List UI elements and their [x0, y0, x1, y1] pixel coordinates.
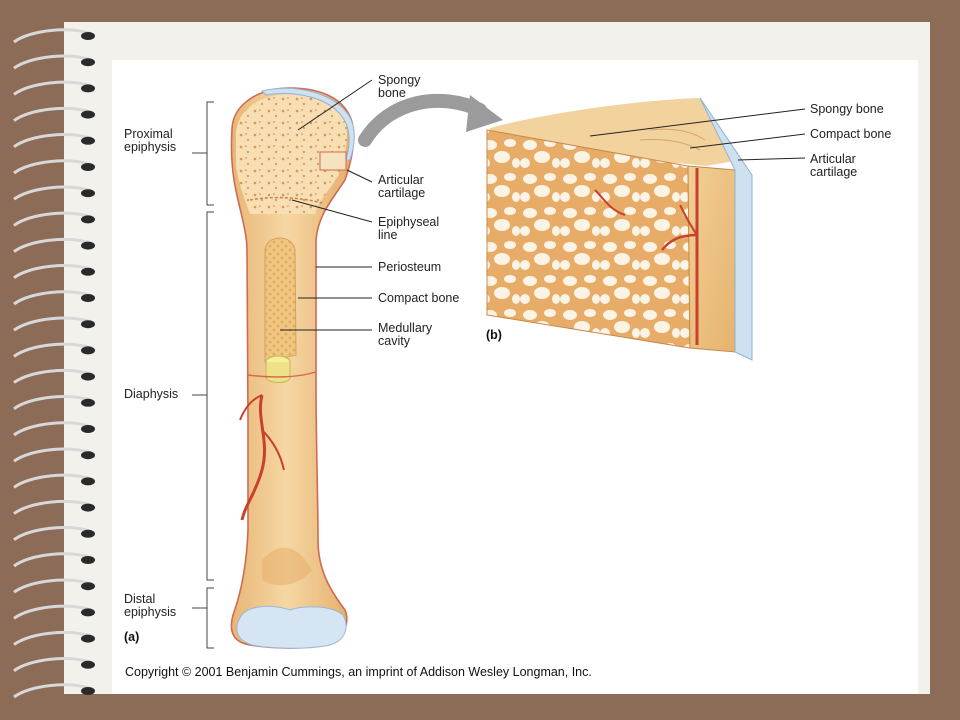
spiral-hole — [81, 241, 95, 250]
spiral-hole — [81, 189, 95, 198]
label-proximal-epiphysis: Proximal epiphysis — [124, 127, 177, 154]
label-periosteum: Periosteum — [378, 260, 442, 274]
spiral-hole — [81, 32, 95, 40]
periosteum-cut — [247, 371, 317, 378]
epiphyseal-line-mark — [249, 196, 323, 204]
spiral-ring — [13, 80, 93, 96]
spiral-hole — [81, 58, 95, 67]
spiral-ring — [13, 421, 93, 437]
spiral-hole — [81, 163, 95, 171]
spongy-bone-region — [236, 94, 348, 214]
label-diaphysis: Diaphysis — [124, 387, 179, 401]
magnify-arrow-head — [466, 95, 503, 132]
panel-letter-b: (b) — [486, 328, 502, 342]
blood-vessel-1 — [240, 394, 266, 521]
distal-cartilage — [236, 605, 347, 649]
spiral-ring — [13, 631, 93, 646]
spiral-hole — [81, 529, 95, 538]
label-epiphyseal-line: Epiphyseal line — [378, 215, 440, 242]
spiral-ring — [13, 238, 93, 253]
spiral-ring — [13, 395, 93, 411]
medullary-cavity-region — [264, 237, 297, 363]
spiral-ring — [13, 28, 93, 44]
leader-lines-a — [280, 79, 373, 331]
blood-vessel-2 — [239, 394, 263, 421]
spiral-hole — [81, 687, 95, 695]
spiral-ring — [13, 133, 93, 149]
spiral-ring — [13, 473, 93, 489]
spiral-ring — [13, 290, 93, 306]
spiral-ring — [13, 447, 93, 463]
spiral-hole — [81, 634, 95, 643]
brackets — [192, 101, 214, 649]
spiral-ring — [13, 185, 93, 201]
label-articular-cartilage-b: Articular cartilage — [810, 152, 858, 179]
block-vessel-2 — [661, 233, 698, 251]
label-spongy-bone-b: Spongy bone — [810, 102, 884, 116]
spiral-binding — [13, 28, 95, 699]
leader-lines-b — [589, 108, 806, 161]
spiral-hole — [81, 503, 95, 512]
spiral-hole — [81, 372, 95, 381]
label-medullary-cavity: Medullary cavity — [378, 321, 433, 348]
spiral-ring — [13, 657, 93, 673]
spiral-ring — [13, 369, 93, 384]
block-vessel-4 — [594, 189, 626, 216]
spiral-hole — [81, 425, 95, 433]
spiral-ring — [13, 604, 93, 620]
label-spongy-bone-a: Spongy bone — [378, 73, 421, 100]
spiral-ring — [13, 316, 93, 332]
cut-cylinder-body — [265, 362, 291, 383]
spiral-ring — [13, 107, 93, 122]
spiral-ring — [13, 264, 93, 280]
spiral-hole — [81, 398, 95, 407]
spiral-hole — [81, 477, 95, 486]
long-bone-illustration — [230, 87, 355, 649]
spiral-hole — [81, 136, 95, 145]
spiral-ring — [13, 500, 93, 515]
spiral-hole — [81, 267, 95, 276]
spiral-hole — [81, 582, 95, 591]
spiral-ring — [13, 552, 93, 568]
spiral-hole — [81, 215, 95, 224]
spiral-ring — [13, 342, 93, 358]
enlarged-bone-block — [486, 97, 753, 361]
label-distal-epiphysis: Distal epiphysis — [124, 592, 177, 619]
block-spongy-face — [486, 129, 691, 349]
label-articular-cartilage-a: Articular cartilage — [378, 173, 426, 200]
label-compact-bone-b: Compact bone — [810, 127, 892, 141]
spiral-ring — [13, 526, 93, 542]
label-compact-bone-a: Compact bone — [378, 291, 460, 305]
spiral-ring — [13, 54, 93, 70]
copyright-text: Copyright © 2001 Benjamin Cummings, an i… — [125, 665, 592, 679]
distal-shading — [262, 547, 312, 586]
cut-notch — [319, 151, 347, 171]
spiral-ring — [13, 159, 93, 175]
spiral-hole — [81, 110, 95, 119]
block-cartilage-face — [699, 97, 753, 361]
spiral-ring — [13, 683, 93, 699]
spiral-ring — [13, 211, 93, 227]
blood-vessel-3 — [261, 429, 285, 471]
spiral-hole — [81, 84, 95, 93]
magnify-arrow — [358, 93, 487, 147]
spiral-hole — [81, 660, 95, 669]
block-compact-face — [687, 165, 736, 353]
spiral-hole — [81, 320, 95, 329]
spiral-hole — [81, 451, 95, 460]
spiral-hole — [81, 346, 95, 355]
spiral-ring — [13, 578, 93, 594]
block-vessel-3 — [679, 204, 698, 236]
spiral-hole — [81, 556, 95, 564]
panel-letter-a: (a) — [124, 630, 140, 644]
spiral-hole — [81, 608, 95, 617]
spiral-hole — [81, 294, 95, 302]
lamellae — [639, 128, 706, 151]
